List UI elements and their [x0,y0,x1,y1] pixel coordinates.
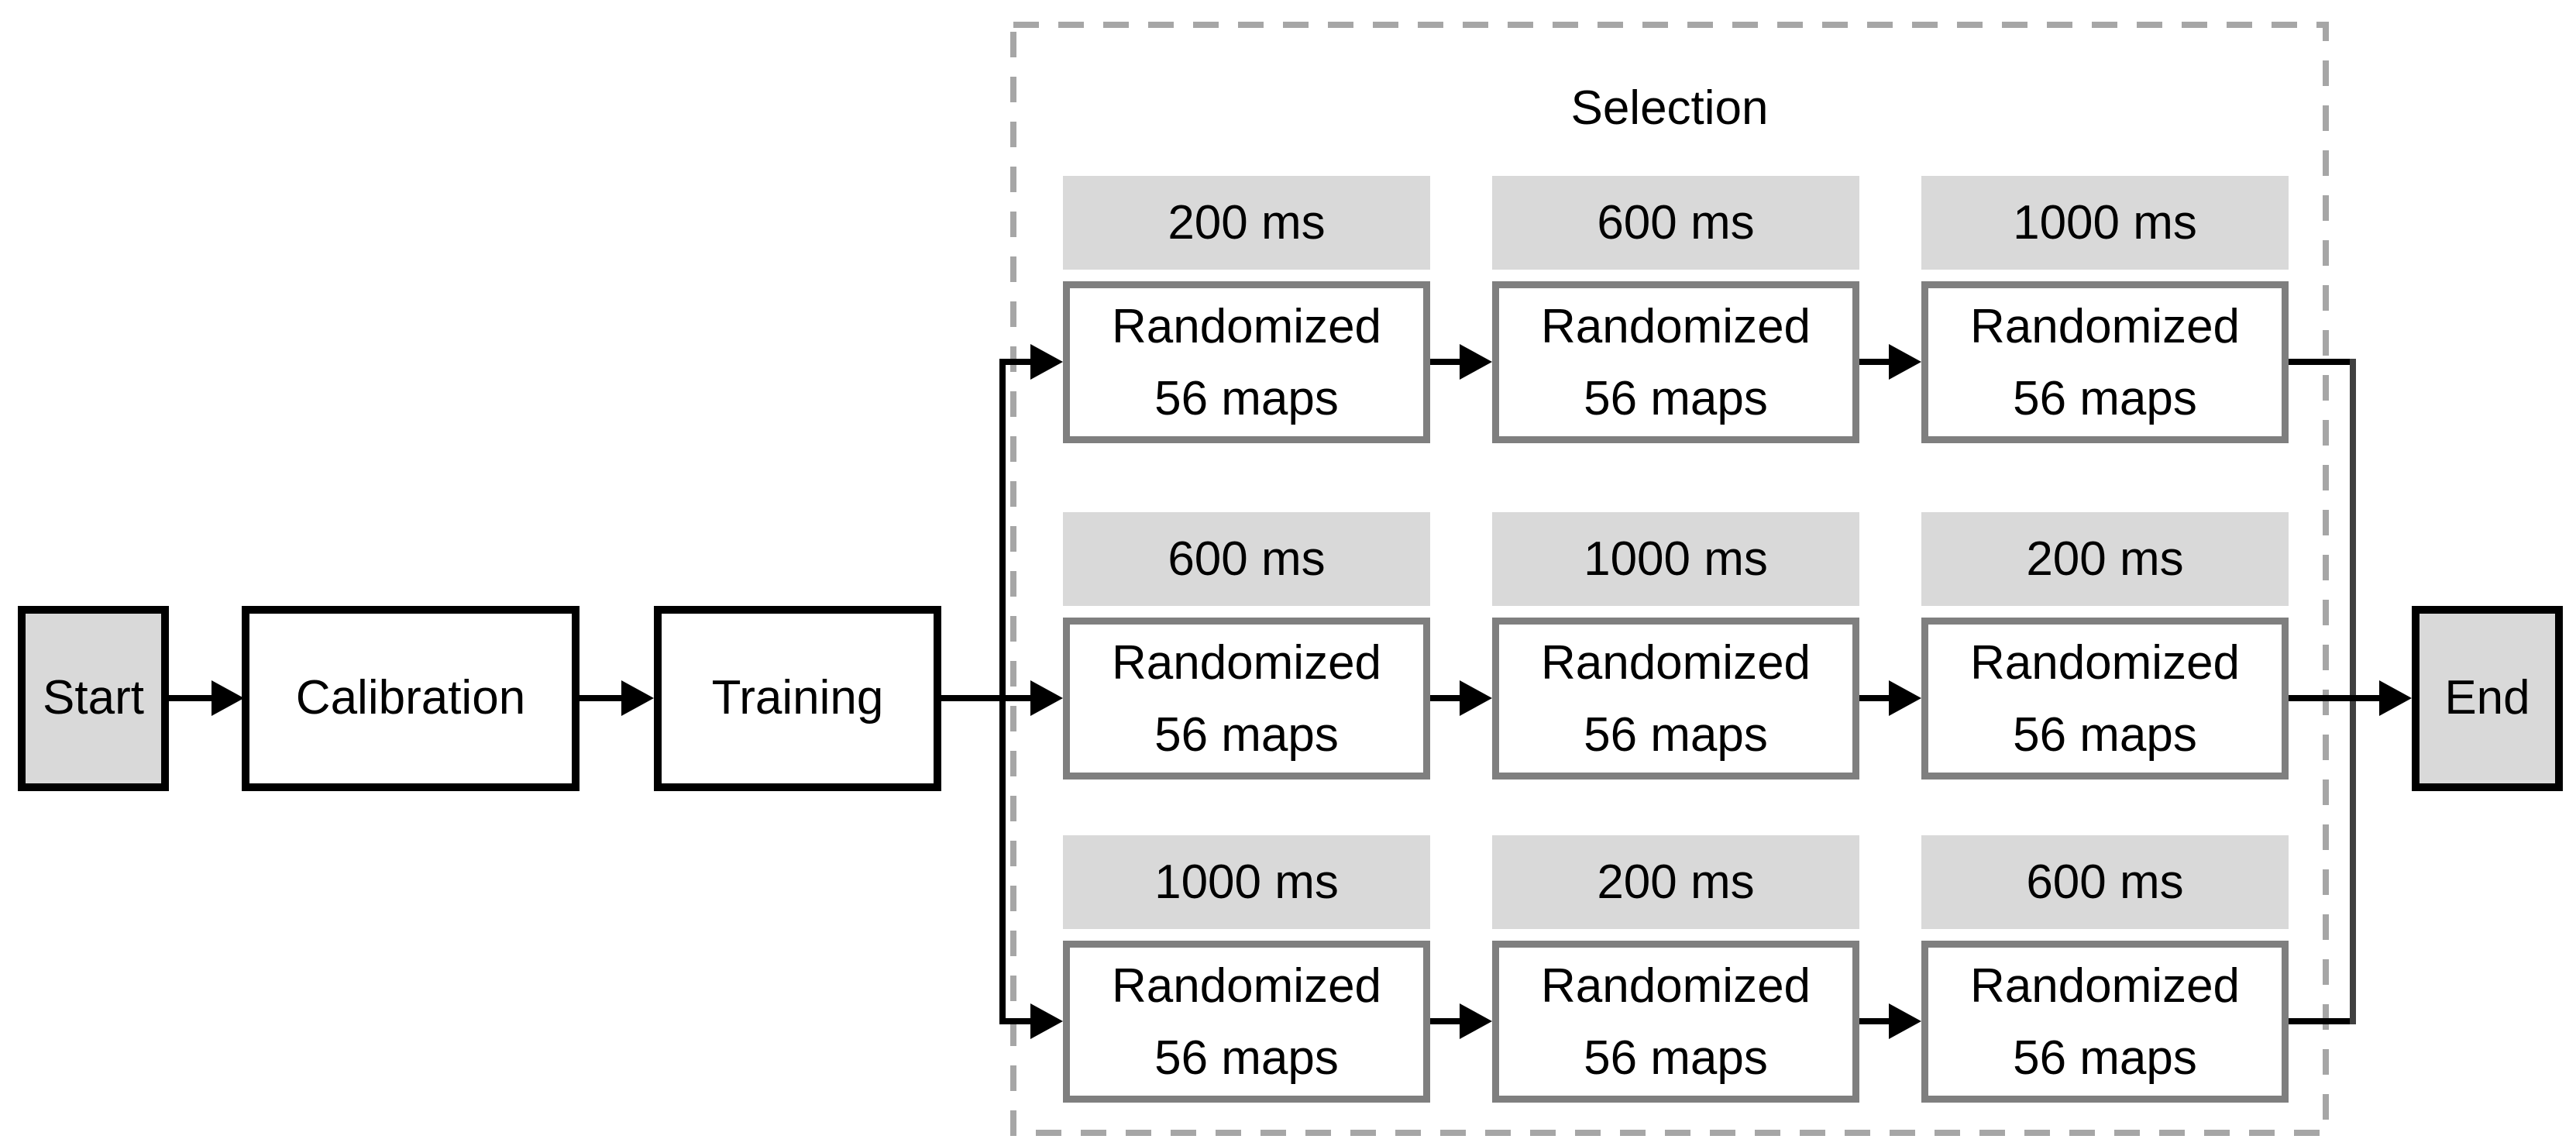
duration-header: 1000 ms [1063,835,1430,929]
duration-header: 600 ms [1492,176,1859,270]
duration-header: 200 ms [1492,835,1859,929]
box-line1: Randomized [1969,958,2241,1013]
duration-header: 1000 ms [1921,176,2289,270]
box-line1: Randomized [1540,299,1811,353]
selection-dashed-border [1010,22,2329,1136]
arrowhead-calibration [212,680,244,716]
end-label: End [2444,671,2530,725]
duration-label: 600 ms [2026,855,2184,909]
box-line2: 56 maps [1154,371,1339,425]
randomized-box: Randomized 56 maps [1921,618,2289,779]
duration-label: 1000 ms [2013,196,2197,250]
duration-label: 200 ms [2026,532,2184,586]
box-line2: 56 maps [2013,1031,2197,1085]
duration-header: 200 ms [1921,512,2289,606]
duration-header: 600 ms [1921,835,2289,929]
end-node: End [2412,606,2563,791]
randomized-box: Randomized 56 maps [1063,281,1430,443]
randomized-box: Randomized 56 maps [1492,281,1859,443]
arrowhead-row1-box3 [1889,344,1921,380]
randomized-box: Randomized 56 maps [1921,941,2289,1103]
randomized-box: Randomized 56 maps [1063,941,1430,1103]
duration-label: 600 ms [1597,196,1755,250]
arrowhead-row3-box1 [1030,1003,1063,1039]
box-line1: Randomized [1540,635,1811,690]
box-line1: Randomized [1540,958,1811,1013]
box-line2: 56 maps [2013,371,2197,425]
calibration-node: Calibration [242,606,580,791]
arrowhead-training [621,680,654,716]
arrowhead-row1-box1 [1030,344,1063,380]
training-label: Training [711,671,884,725]
box-line2: 56 maps [2013,707,2197,762]
box-line2: 56 maps [1154,1031,1339,1085]
selection-title: Selection [1570,81,1769,135]
arrowhead-row2-box1 [1030,680,1063,716]
arrowhead-end [2379,680,2412,716]
arrowhead-row3-box2 [1460,1003,1492,1039]
arrowhead-row3-box3 [1889,1003,1921,1039]
duration-label: 200 ms [1597,855,1755,909]
randomized-box: Randomized 56 maps [1492,941,1859,1103]
arrowhead-row2-box2 [1460,680,1492,716]
randomized-box: Randomized 56 maps [1063,618,1430,779]
duration-label: 1000 ms [1154,855,1339,909]
duration-label: 600 ms [1168,532,1326,586]
duration-header: 600 ms [1063,512,1430,606]
box-line1: Randomized [1111,299,1382,353]
start-node: Start [18,606,169,791]
arrowhead-row2-box3 [1889,680,1921,716]
box-line2: 56 maps [1154,707,1339,762]
duration-label: 200 ms [1168,196,1326,250]
box-line1: Randomized [1111,958,1382,1013]
arrowhead-row1-box2 [1460,344,1492,380]
box-line2: 56 maps [1584,1031,1768,1085]
training-node: Training [654,606,941,791]
duration-label: 1000 ms [1584,532,1768,586]
duration-header: 1000 ms [1492,512,1859,606]
randomized-box: Randomized 56 maps [1492,618,1859,779]
duration-header: 200 ms [1063,176,1430,270]
start-label: Start [43,671,144,725]
box-line1: Randomized [1111,635,1382,690]
calibration-label: Calibration [295,671,526,725]
box-line2: 56 maps [1584,707,1768,762]
randomized-box: Randomized 56 maps [1921,281,2289,443]
box-line2: 56 maps [1584,371,1768,425]
box-line1: Randomized [1969,299,2241,353]
box-line1: Randomized [1969,635,2241,690]
